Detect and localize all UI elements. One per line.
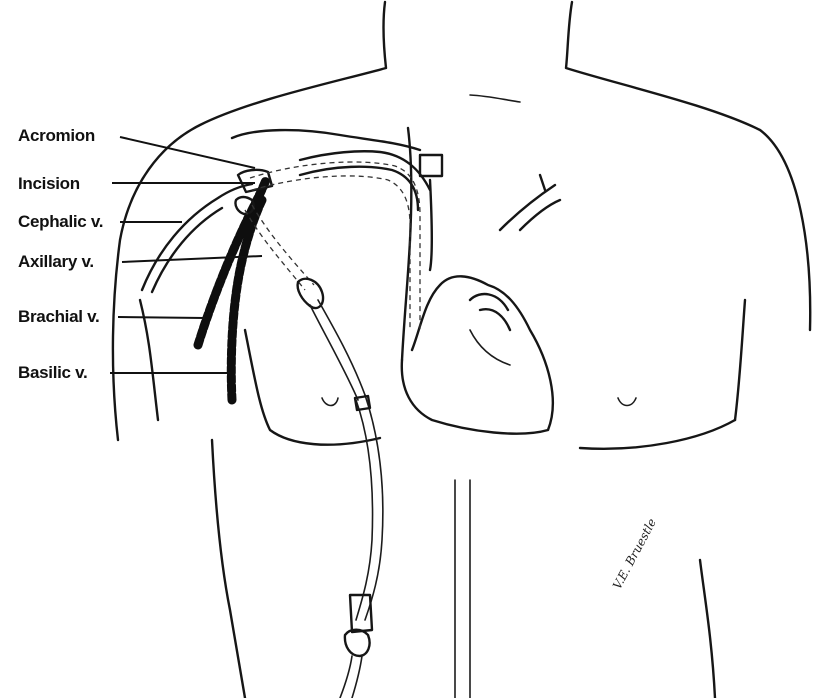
label-brachial-vein: Brachial v. [18, 308, 99, 325]
label-axillary-vein: Axillary v. [18, 253, 94, 270]
torso-outline [113, 2, 810, 698]
label-basilic-vein: Basilic v. [18, 364, 87, 381]
heart [402, 276, 553, 433]
leader-brachial [118, 317, 205, 318]
label-incision: Incision [18, 175, 80, 192]
label-cephalic-vein: Cephalic v. [18, 213, 103, 230]
leader-acromion [120, 137, 255, 168]
label-acromion: Acromion [18, 127, 95, 144]
